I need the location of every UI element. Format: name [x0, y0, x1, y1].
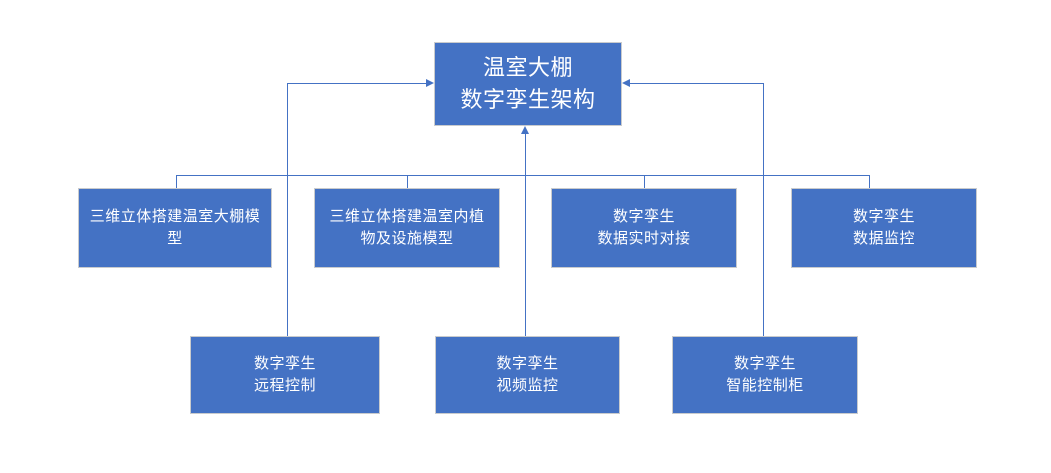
- connector-trunk-horizontal: [176, 175, 869, 176]
- node-level3-remote-control[interactable]: 数字孪生 远程控制: [190, 336, 380, 414]
- node-root[interactable]: 温室大棚 数字孪生架构: [434, 42, 622, 126]
- node-root-label: 温室大棚 数字孪生架构: [460, 55, 596, 112]
- arrowhead-root-bottom: [520, 126, 529, 134]
- node-level3-video-monitoring[interactable]: 数字孪生 视频监控: [435, 336, 620, 414]
- node-level2-4-label: 数字孪生 数据监控: [852, 208, 915, 247]
- node-level2-1-label: 三维立体搭建温室大棚模型: [89, 208, 261, 247]
- connector-drop-level2-3: [644, 175, 645, 188]
- connector-riser-right-vertical: [763, 83, 764, 336]
- connector-drop-level2-4: [869, 175, 870, 188]
- node-level2-data-monitoring[interactable]: 数字孪生 数据监控: [791, 188, 977, 268]
- node-level2-2-label: 三维立体搭建温室内植物及设施模型: [329, 208, 485, 247]
- node-level2-greenhouse-model[interactable]: 三维立体搭建温室大棚模型: [78, 188, 272, 268]
- node-level3-1-label: 数字孪生 远程控制: [253, 355, 316, 394]
- connector-drop-level2-2: [407, 175, 408, 188]
- arrowhead-root-left: [426, 78, 434, 87]
- node-level2-3-label: 数字孪生 数据实时对接: [597, 208, 691, 247]
- connector-riser-left-vertical: [287, 83, 288, 336]
- connector-riser-left-horizontal: [287, 83, 426, 84]
- connector-riser-right-horizontal: [630, 83, 763, 84]
- node-level3-3-label: 数字孪生 智能控制柜: [726, 355, 804, 394]
- arrowhead-root-right: [622, 78, 630, 87]
- connector-riser-center-vertical: [525, 134, 526, 336]
- node-level2-plant-facility-model[interactable]: 三维立体搭建温室内植物及设施模型: [314, 188, 500, 268]
- connector-drop-level2-1: [176, 175, 177, 188]
- node-level3-2-label: 数字孪生 视频监控: [496, 355, 559, 394]
- node-level3-smart-control-cabinet[interactable]: 数字孪生 智能控制柜: [672, 336, 858, 414]
- node-level2-realtime-data[interactable]: 数字孪生 数据实时对接: [551, 188, 737, 268]
